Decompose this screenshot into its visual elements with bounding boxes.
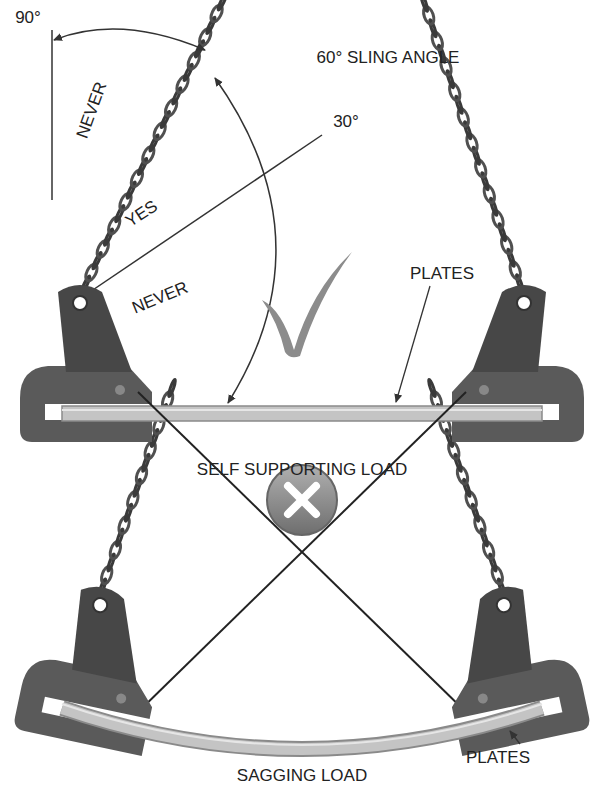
plate [62,708,542,749]
warning-label: NEVER [73,79,111,140]
chain [72,0,531,610]
plate [62,406,542,421]
chain-link [168,379,177,397]
caption-label: SAGGING LOAD [237,767,367,786]
leader-line [396,286,430,402]
angle-arc [54,29,205,50]
angle-label: 60° SLING ANGLE [317,49,460,68]
chain-link [217,0,228,11]
cross-line [138,392,470,716]
angle-value: 90° [15,9,41,28]
angle-arc [215,78,276,403]
chain-link [220,0,236,1]
ok-label: YES [123,197,162,231]
chain-link [420,0,429,12]
vertical-reference [51,30,53,200]
chain-link [428,379,437,397]
leader-line [510,731,520,744]
cross-line [134,392,466,716]
angle-value: 30° [333,113,359,132]
part-label: PLATES [410,265,474,284]
caption-label: SELF SUPPORTING LOAD [197,461,407,480]
check-mark [262,252,352,357]
warning-label: NEVER [129,278,190,317]
part-label: PLATES [466,749,530,768]
angle-line [78,135,322,300]
